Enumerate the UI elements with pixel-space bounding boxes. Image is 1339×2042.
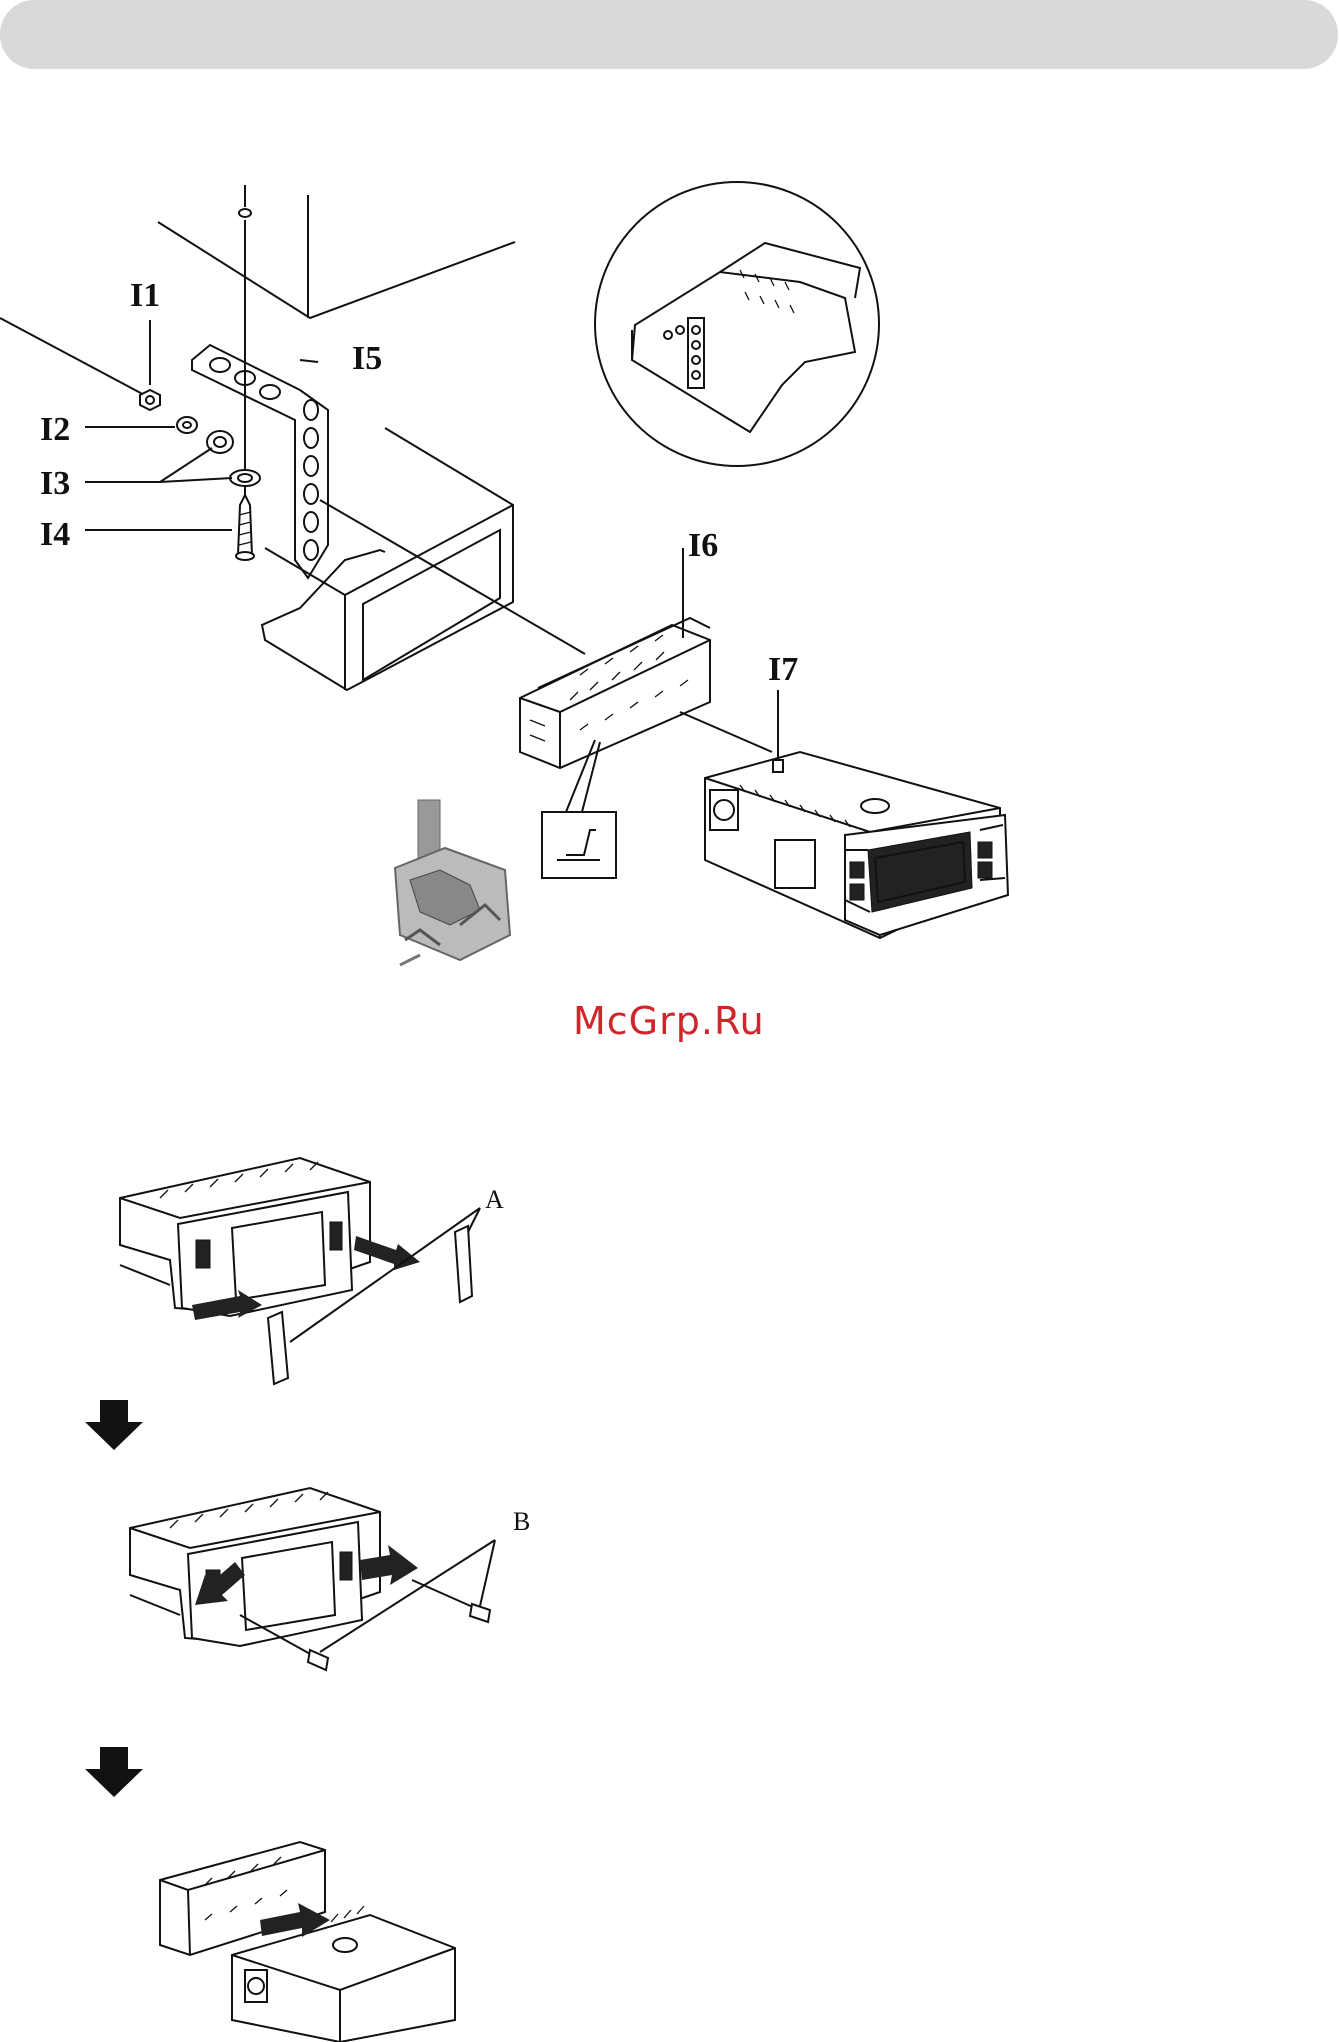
screwdriver-sketch: [395, 800, 510, 965]
label-i3: I3: [40, 465, 70, 502]
down-arrow-icon: [85, 1747, 143, 1797]
label-b: B: [513, 1507, 530, 1536]
mounting-sleeve: [520, 618, 710, 768]
label-a: A: [485, 1185, 504, 1214]
step-insert-keys: [130, 1488, 495, 1670]
label-i6: I6: [688, 527, 718, 564]
down-arrow-icon: [85, 1400, 143, 1450]
dashboard-panel: [0, 185, 515, 398]
hardware-stack: [140, 390, 260, 560]
step-remove-unit: [160, 1842, 455, 2042]
detail-magnifier: [595, 182, 879, 466]
step-remove-trim: [120, 1158, 480, 1384]
label-i4: I4: [40, 516, 70, 553]
head-unit: [705, 741, 1008, 938]
label-i2: I2: [40, 411, 70, 448]
label-i7: I7: [768, 651, 798, 688]
label-i5: I5: [352, 340, 382, 377]
bracket-strap: [192, 345, 328, 578]
label-i1: I1: [130, 277, 160, 314]
watermark-text: McGrp.Ru: [573, 999, 765, 1043]
